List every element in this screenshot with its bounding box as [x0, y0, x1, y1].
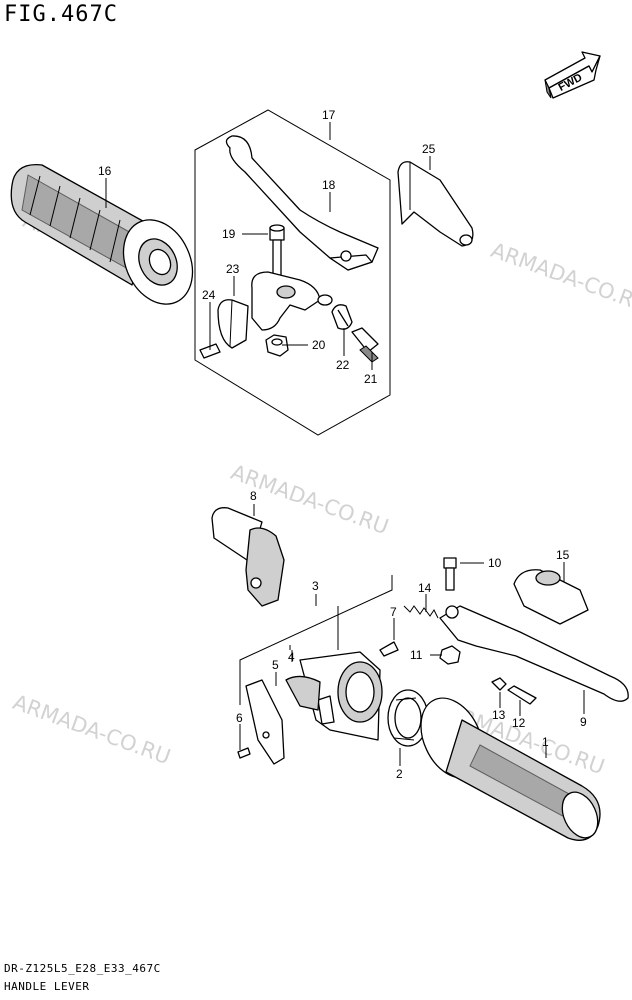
callout-1: 1: [542, 735, 549, 749]
adjuster-12-13: [491, 677, 537, 705]
callout-16: 16: [98, 164, 112, 178]
adjuster-22: [331, 304, 353, 330]
callout-6: 6: [236, 711, 243, 725]
screw-7: [379, 641, 399, 657]
callout-7: 7: [390, 605, 397, 619]
callout-22: 22: [336, 358, 350, 372]
callout-4: 4: [288, 650, 295, 664]
callout-12: 12: [512, 716, 526, 730]
throttle-tube-2: [387, 689, 429, 747]
clutch-lever: [225, 135, 379, 271]
callout-18: 18: [322, 178, 336, 192]
callout-8: 8: [250, 489, 257, 503]
nut-20: [265, 334, 289, 357]
figure-caption: HANDLE LEVER: [4, 980, 90, 993]
guide-plate: [237, 679, 285, 765]
brake-lever: [439, 605, 629, 702]
lower-assembly-bracket: [239, 575, 393, 705]
callout-10: 10: [488, 556, 502, 570]
callout-9: 9: [580, 715, 587, 729]
clamp-24: [199, 299, 249, 359]
callout-13: 13: [492, 708, 506, 722]
adjuster-21: [351, 327, 379, 363]
right-grip: [420, 697, 601, 841]
callout-21: 21: [364, 372, 378, 386]
bolt-19: [269, 224, 285, 286]
throttle-housing: [299, 651, 383, 741]
callout-25: 25: [422, 142, 436, 156]
callout-5: 5: [272, 658, 279, 672]
callout-14: 14: [418, 581, 432, 595]
callout-19: 19: [222, 227, 236, 241]
callout-17: 17: [322, 108, 336, 122]
callout-15: 15: [556, 548, 570, 562]
housing-half-4: [285, 675, 321, 711]
callout-numbers: 1 2 3 4 5 6 7 8 9 10 11 12 13 14 15 16 1…: [98, 108, 587, 781]
figure-code: DR-Z125L5_E28_E33_467C: [4, 962, 161, 975]
callout-20: 20: [312, 338, 326, 352]
left-grip: [10, 164, 194, 305]
lever-holder: [251, 271, 333, 331]
spring-14: [403, 605, 439, 619]
leader-lines: [105, 122, 585, 766]
throttle-cable-8: [211, 507, 285, 607]
upper-assembly-outline: [194, 109, 391, 436]
brake-lever-cover: [513, 569, 589, 625]
lever-cover: [397, 161, 474, 247]
callout-23: 23: [226, 262, 240, 276]
callout-3: 3: [312, 579, 319, 593]
nut-11: [439, 645, 461, 665]
fwd-arrow-icon: FWD: [544, 51, 601, 99]
callout-11: 11: [410, 648, 423, 662]
callout-2: 2: [396, 767, 403, 781]
figure-title: FIG.467C: [4, 2, 118, 27]
callout-24: 24: [202, 288, 216, 302]
pivot-bolt-10: [443, 557, 457, 591]
